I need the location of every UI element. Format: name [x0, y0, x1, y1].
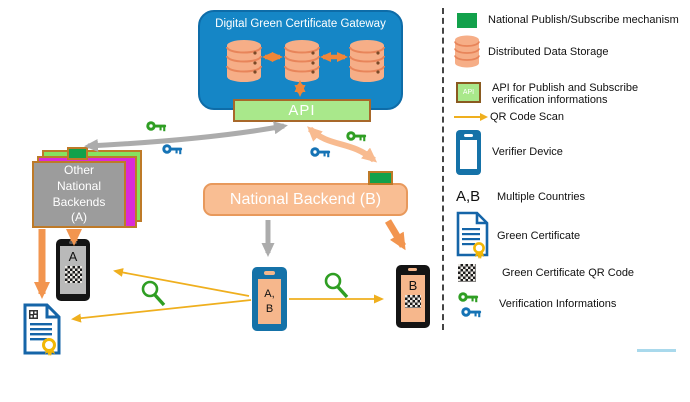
legend-label: Verifier Device — [492, 146, 563, 158]
api-box: API — [233, 99, 371, 122]
qr-code-legend-icon — [458, 264, 476, 282]
backend-b-phone-b-arrow — [384, 219, 407, 251]
green-certificate-legend-icon — [456, 211, 489, 259]
legend-label: Verification Informations — [499, 298, 617, 310]
phone-speaker — [408, 268, 417, 271]
phone-b-label: B — [408, 278, 418, 293]
legend-label: Multiple Countries — [497, 191, 586, 203]
database-legend-icon — [454, 35, 480, 68]
scan-arrow-certificate — [71, 299, 252, 323]
other-national-backends-label: Other National Backends (A) — [52, 163, 106, 225]
phone-country-b: B — [396, 265, 430, 328]
publish-subscribe-legend-icon — [457, 13, 477, 28]
legend-label: QR Code Scan — [490, 111, 564, 123]
verifier-label: A, B — [264, 287, 275, 315]
api-backend-a-arrow — [84, 121, 288, 152]
other-national-backends-box — [32, 161, 126, 228]
legend-separator — [442, 8, 444, 330]
verifier-device: A, B — [252, 267, 287, 331]
api-legend-icon: API — [456, 82, 481, 103]
phone-speaker — [69, 241, 77, 244]
multiple-countries-legend-icon: A,B — [456, 188, 481, 205]
blue-key-icon — [310, 147, 331, 158]
phone-country-a: A — [56, 239, 90, 301]
verifier-device-legend-icon — [456, 130, 481, 175]
qr-code-icon — [405, 295, 421, 308]
green-key-icon — [146, 121, 167, 132]
qr-scan-arrow-icon — [454, 113, 488, 121]
legend-label: Distributed Data Storage — [488, 46, 609, 58]
scan-arrow-phone-a — [113, 268, 250, 297]
national-backend-b-box: National Backend (B) — [203, 183, 408, 216]
phone-a-label: A — [68, 249, 78, 264]
legend-label: API for Publish and Subscribe verificati… — [492, 82, 639, 106]
legend-label: Green Certificate QR Code — [502, 267, 635, 279]
magnifier-icon — [141, 280, 166, 307]
legend-label: Green Certificate — [497, 230, 581, 242]
green-key-legend-icon — [458, 292, 479, 303]
blue-key-icon — [162, 144, 183, 155]
database-cylinder-icon — [226, 40, 385, 82]
phone-speaker — [264, 271, 275, 275]
qr-code-icon — [64, 266, 82, 283]
legend-label: National Publish/Subscribe mechanism — [488, 14, 679, 26]
api-backend-b-arrow — [307, 126, 378, 163]
green-certificate-icon — [23, 303, 61, 356]
blue-key-legend-icon — [461, 307, 482, 318]
publish-subscribe-chip — [67, 147, 88, 160]
distributed-storage-cluster — [226, 40, 385, 82]
gateway-box: Digital Green Certificate Gateway — [198, 10, 403, 110]
gateway-title: Digital Green Certificate Gateway — [215, 18, 386, 30]
ribbon-seal-icon — [42, 338, 56, 356]
publish-subscribe-chip — [368, 171, 393, 185]
magnifier-icon — [324, 272, 349, 299]
decorative-underline — [637, 349, 676, 352]
green-key-icon — [346, 131, 367, 142]
